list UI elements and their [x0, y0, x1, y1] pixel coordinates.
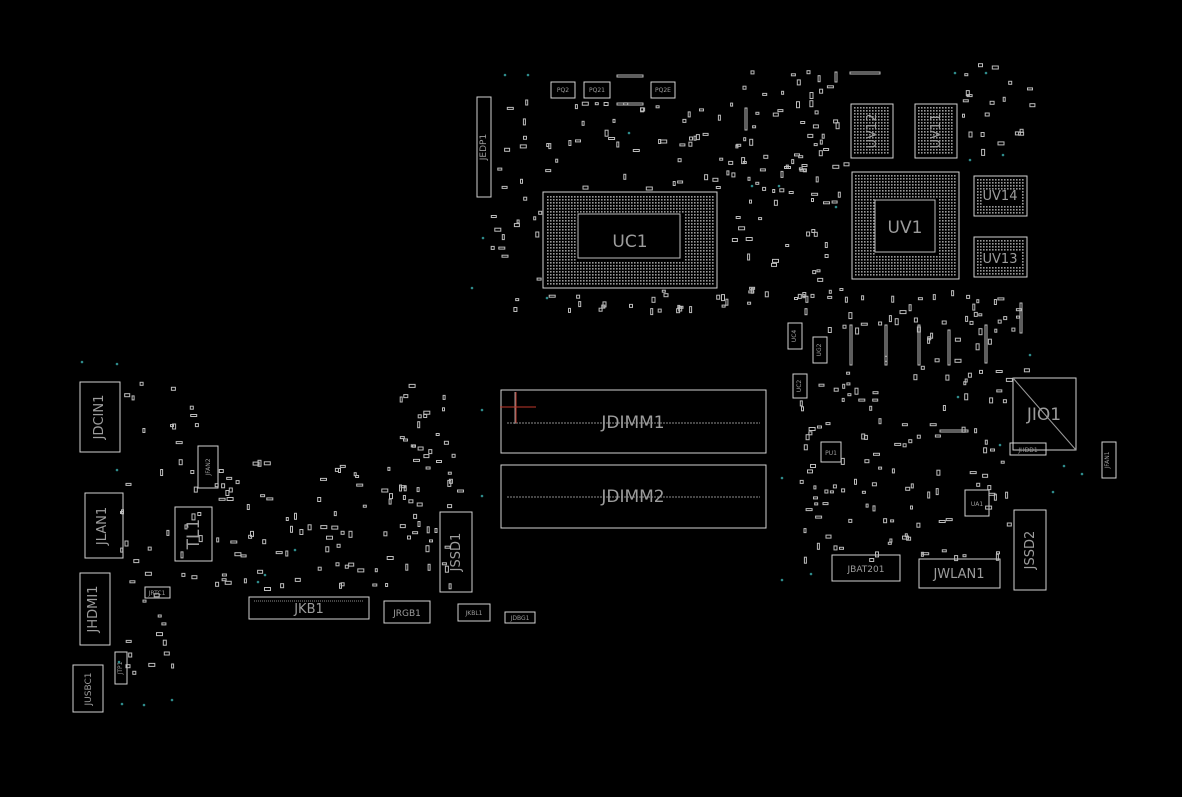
connector-jssd1[interactable]: JSSD1 [439, 511, 473, 593]
vram-uv13[interactable]: UV13 [973, 236, 1028, 278]
jbat201-label: JBAT201 [847, 565, 885, 575]
connector-jhdd1[interactable]: JHDD1 [1009, 442, 1047, 456]
connector-jkb1[interactable]: JKB1 [248, 596, 370, 620]
mosfet-pq2e[interactable]: PQ2E [650, 81, 676, 99]
mosfet-pq21[interactable]: PQ21 [583, 81, 611, 99]
ua1-label: UA1 [971, 501, 983, 508]
test-points [80, 71, 1084, 707]
mosfet-pq2[interactable]: PQ2 [550, 81, 576, 99]
jssd2-label: JSSD2 [1023, 531, 1038, 571]
jdimm1-label: JDIMM1 [600, 413, 664, 433]
jdcin1-label: JDCIN1 [92, 395, 107, 441]
uv14-label: UV14 [983, 189, 1018, 204]
vram-uv12[interactable]: UV12 [850, 103, 894, 159]
jusbc1-label: JUSBC1 [84, 673, 94, 707]
jio1-label: JIO1 [1026, 405, 1061, 425]
tl1-label: TL1 [184, 519, 204, 551]
passive-components [120, 63, 1036, 675]
connector-jhdmi1[interactable]: JHDMI1 [79, 572, 111, 646]
connector-jbat201[interactable]: JBAT201 [831, 554, 901, 582]
connector-jrgb1[interactable]: JRGB1 [383, 600, 431, 624]
vram-uv14[interactable]: UV14 [973, 175, 1028, 217]
transformer-tl1[interactable]: TL1 [174, 506, 213, 562]
ic-ug2[interactable]: UG2 [812, 336, 828, 364]
uv11-label: UV11 [929, 114, 944, 149]
jwlan1-label: JWLAN1 [932, 567, 984, 582]
dimm-slot-jdimm2[interactable]: JDIMM2 [500, 464, 767, 529]
connector-jkbl1[interactable]: JKBL1 [457, 603, 491, 622]
ic-uc4[interactable]: UC4 [787, 322, 803, 350]
connector-jedp1[interactable]: JEDP1 [476, 96, 492, 198]
gpu-uv1[interactable]: UV1 [851, 171, 960, 280]
jdimm2-label: JDIMM2 [600, 487, 664, 507]
jssd1-label: JSSD1 [449, 533, 464, 573]
jrgb1-label: JRGB1 [392, 609, 421, 619]
connector-jwlan1[interactable]: JWLAN1 [918, 558, 1001, 589]
uv13-label: UV13 [983, 252, 1018, 267]
connector-jdbg1[interactable]: JDBG1 [504, 611, 536, 624]
jedp1-label: JEDP1 [479, 134, 489, 161]
jhdmi1-label: JHDMI1 [86, 586, 101, 634]
uc4-label: UC4 [791, 330, 798, 343]
connector-jusbc1[interactable]: JUSBC1 [72, 664, 104, 713]
uc1-label: UC1 [612, 232, 647, 252]
connector-jdcin1[interactable]: JDCIN1 [79, 381, 121, 453]
ic-pu1[interactable]: PU1 [820, 441, 842, 463]
connector-jfan1[interactable]: JFAN1 [1101, 441, 1117, 479]
pq2e-label: PQ2E [655, 87, 671, 94]
jkb1-label: JKB1 [293, 602, 324, 617]
pq2-label: PQ2 [557, 87, 569, 94]
jfan2-label: JFAN2 [205, 458, 212, 476]
ic-ua1[interactable]: UA1 [964, 489, 990, 517]
cpu-uc1[interactable]: UC1 [542, 191, 718, 289]
connector-jfan2[interactable]: JFAN2 [197, 445, 219, 489]
uc2-label: UC2 [796, 380, 803, 393]
ug2-label: UG2 [816, 343, 823, 356]
pu1-label: PU1 [825, 450, 837, 457]
jlan1-label: JLAN1 [95, 507, 110, 546]
jhdd1-label: JHDD1 [1017, 447, 1038, 454]
jdbg1-label: JDBG1 [510, 615, 530, 622]
jfan1-label: JFAN1 [1104, 451, 1111, 469]
vram-uv11[interactable]: UV11 [914, 103, 958, 159]
ic-uc2[interactable]: UC2 [792, 373, 808, 399]
dimm-slot-jdimm1[interactable]: JDIMM1 [500, 389, 767, 454]
connector-jssd2[interactable]: JSSD2 [1013, 509, 1047, 591]
uv12-label: UV12 [865, 114, 880, 149]
connector-jio1[interactable]: JIO1 [1012, 377, 1077, 451]
jtp1-label: JTP1 [117, 661, 124, 675]
jkbl1-label: JKBL1 [465, 610, 483, 617]
uv1-label: UV1 [888, 218, 923, 238]
connector-jtp1[interactable]: JTP1 [114, 651, 128, 685]
connector-jlan1[interactable]: JLAN1 [84, 492, 124, 559]
pq21-label: PQ21 [589, 87, 605, 94]
